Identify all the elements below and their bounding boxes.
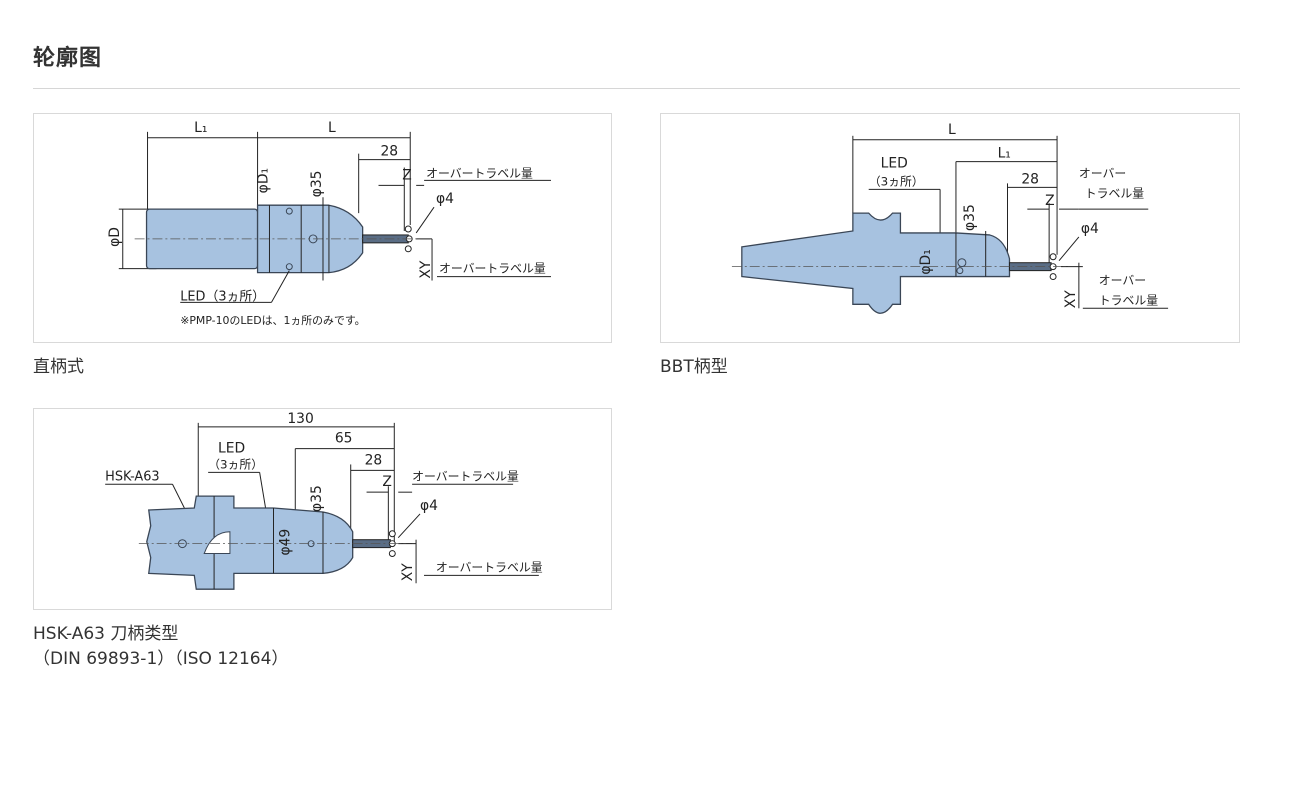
caption-hsk: HSK-A63 刀柄类型 （DIN 69893-1）（ISO 12164）: [33, 622, 288, 672]
hsk-shank-drawing: 130 65 28 Z オーバートラベル量 LED （3ヵ所） HSK-A63 …: [105, 411, 543, 590]
dim-l1: L₁: [194, 120, 207, 136]
dim-z: Z: [402, 167, 412, 183]
over1a: オーバー: [1079, 166, 1126, 180]
dim-xy: XY: [418, 260, 434, 278]
dim-z: Z: [1045, 193, 1055, 209]
dim-130: 130: [287, 411, 313, 427]
dim-phi-d1: φD₁: [918, 249, 934, 274]
dim-phi4: φ4: [420, 498, 438, 514]
dim-28: 28: [380, 144, 398, 160]
dim-z: Z: [382, 474, 392, 490]
straight-shank-diagram: L₁ L 28 Z オーバートラベル量 φ4 φD φD₁ φ35: [33, 113, 612, 343]
hsk-shank-diagram: 130 65 28 Z オーバートラベル量 LED （3ヵ所） HSK-A63 …: [33, 408, 612, 610]
bbt-shank-diagram: L L₁ 28 Z オーバー トラベル量 LED （3ヵ所） φ35 φD₁ φ…: [660, 113, 1240, 343]
over2b: トラベル量: [1099, 293, 1158, 307]
straight-shank-drawing: L₁ L 28 Z オーバートラベル量 φ4 φD φD₁ φ35: [107, 120, 551, 327]
hsk-label: HSK-A63: [105, 469, 159, 484]
dim-phi4: φ4: [436, 191, 454, 207]
dim-28: 28: [365, 452, 383, 468]
dim-xy: XY: [400, 563, 416, 581]
over1b: トラベル量: [1085, 186, 1144, 200]
overtravel-top: オーバートラベル量: [426, 166, 533, 180]
overtravel-top: オーバートラベル量: [412, 469, 519, 483]
dim-l: L: [328, 120, 336, 136]
dim-phi-d1: φD₁: [255, 168, 271, 193]
overtravel-bottom: オーバートラベル量: [439, 262, 546, 276]
bbt-body: [741, 212, 1011, 314]
overtravel-bottom: オーバートラベル量: [436, 560, 543, 574]
dim-phi35: φ35: [962, 204, 978, 231]
led-label-2: （3ヵ所）: [869, 174, 924, 188]
dim-xy: XY: [1063, 290, 1079, 308]
dim-65: 65: [335, 431, 353, 447]
dim-phi49: φ49: [277, 529, 293, 556]
led-label: LED（3ヵ所）: [180, 289, 265, 304]
over2a: オーバー: [1099, 274, 1146, 288]
bbt-shank-drawing: L L₁ 28 Z オーバー トラベル量 LED （3ヵ所） φ35 φD₁ φ…: [731, 122, 1169, 314]
led-label-1: LED: [881, 156, 908, 172]
dim-l: L: [948, 122, 956, 138]
led-label-1: LED: [218, 441, 245, 457]
title-divider: [33, 88, 1240, 89]
led-note: ※PMP-10のLEDは、1ヵ所のみです。: [180, 314, 365, 327]
dim-phi4: φ4: [1081, 221, 1099, 237]
dim-phi35: φ35: [309, 485, 325, 512]
dim-l1: L₁: [998, 146, 1011, 162]
caption-hsk-line1: HSK-A63 刀柄类型: [33, 624, 179, 644]
caption-straight: 直柄式: [33, 357, 84, 377]
dim-28: 28: [1021, 171, 1039, 187]
page-title: 轮廓图: [33, 46, 103, 71]
caption-hsk-line2: （DIN 69893-1）（ISO 12164）: [33, 649, 289, 669]
caption-bbt: BBT柄型: [660, 357, 728, 377]
dim-phi-d: φD: [107, 227, 123, 247]
led-label-2: （3ヵ所）: [208, 457, 263, 471]
dim-phi35: φ35: [309, 170, 325, 197]
